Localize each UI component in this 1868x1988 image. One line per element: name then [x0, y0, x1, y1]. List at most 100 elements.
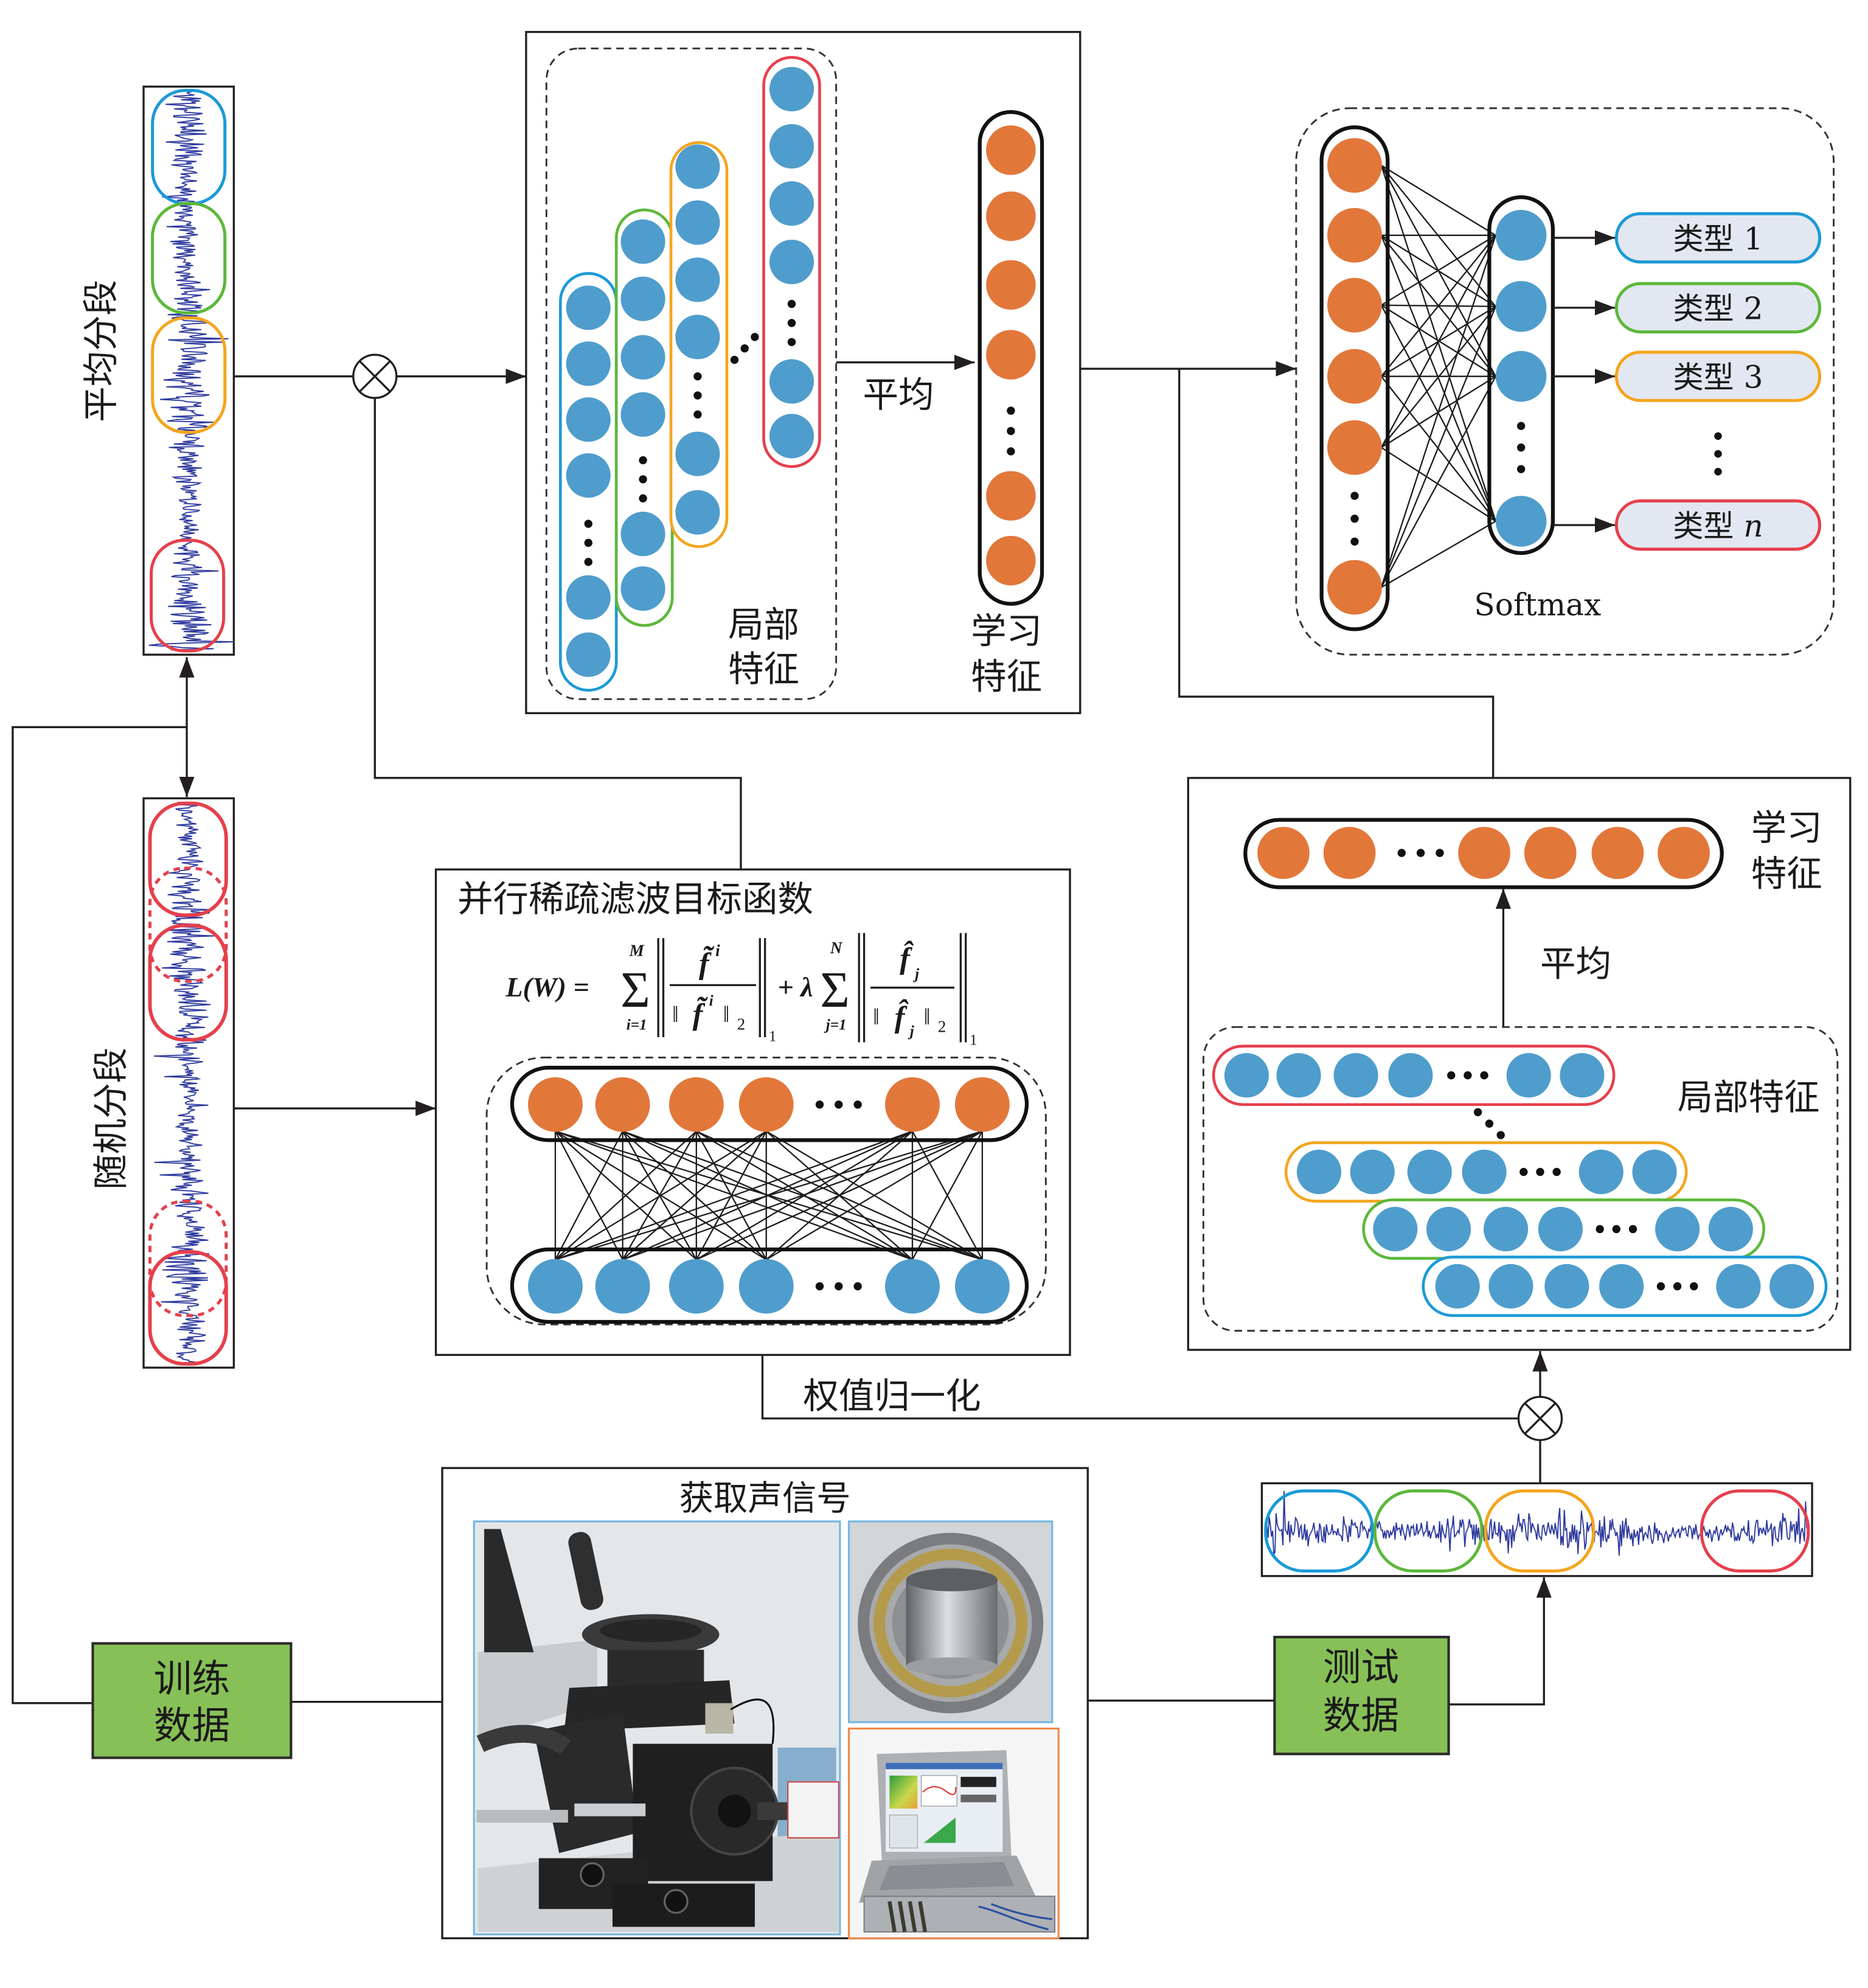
ellipsis-dot: [639, 475, 647, 484]
test-segment-outline-blue: [1264, 1489, 1374, 1573]
class-type-index: 3: [1744, 359, 1763, 395]
softmax-label: Softmax: [1474, 586, 1601, 622]
input-feature-row: [510, 1247, 1029, 1324]
bearing-photo-part: [906, 1657, 998, 1675]
ellipsis-dot: [1447, 1071, 1456, 1080]
ellipsis-dot: [1473, 1108, 1482, 1116]
ellipsis-dot: [1350, 514, 1359, 523]
training-data-label-line1: 训练: [154, 1656, 230, 1701]
input-feature-node: [885, 1259, 940, 1314]
feature-node: [620, 276, 665, 321]
laptop-daq-photo: [847, 1727, 1060, 1939]
test-local-features-label: 局部特征: [1678, 1077, 1820, 1118]
objective-title: 并行稀疏滤波目标函数: [457, 878, 813, 920]
filter-weight-connection: [622, 1130, 983, 1260]
formula-sum2-upper: N: [830, 939, 843, 957]
test-rig-photo-part: [476, 1725, 571, 1755]
test-learned-feature-nodes: [1257, 827, 1710, 879]
filter-weight-connection: [555, 1130, 697, 1260]
output-feature-node: [954, 1077, 1010, 1132]
classifier-connection: [1380, 235, 1496, 377]
learned-feature-node: [986, 260, 1036, 310]
formula-sum2-symbol: Σ: [820, 962, 850, 1018]
even-signal-waveform: [148, 91, 235, 651]
classifier-connection: [1380, 375, 1496, 522]
ellipsis-dot: [1673, 1282, 1682, 1291]
input-layer-column: [1319, 125, 1390, 631]
feature-node: [769, 124, 814, 169]
class-type-index: 2: [1744, 291, 1763, 327]
ellipsis-dot: [584, 538, 592, 547]
ellipsis-dot: [1416, 849, 1425, 857]
test-learned-node: [1658, 827, 1710, 879]
ellipsis-dot: [584, 558, 592, 566]
filter-weight-connection: [622, 1130, 767, 1260]
class-type-label: 类型 n: [1673, 508, 1763, 544]
feature-node: [1276, 1053, 1321, 1098]
feature-node: [675, 490, 720, 535]
feature-node: [566, 341, 611, 386]
output-feature-row: [510, 1066, 1029, 1142]
ellipsis-dot: [1516, 422, 1526, 430]
ellipsis-dot: [1485, 1119, 1494, 1128]
feature-node: [1333, 1053, 1378, 1098]
bearing-photo-part: [873, 1548, 1028, 1698]
output-feature-node: [738, 1077, 794, 1132]
class-type-box: [1614, 282, 1822, 334]
multiplier-node-bottom: [1517, 1395, 1563, 1441]
feature-node: [1462, 1149, 1507, 1195]
test-rig-photo-part: [476, 1810, 568, 1823]
filter-weight-connection: [555, 1130, 913, 1260]
ellipsis-dot: [787, 299, 796, 308]
network-dashed-group: [485, 1056, 1047, 1326]
feature-node: [1388, 1053, 1433, 1098]
test-rig-photo-part: [580, 1862, 605, 1888]
ellipsis-dot: [787, 319, 796, 327]
feature-node: [620, 335, 665, 380]
feature-node: [1769, 1263, 1814, 1309]
output-node: [1495, 210, 1547, 261]
random-segmentation-label: 随机分段: [91, 1048, 132, 1190]
classifier-nodes: [1327, 137, 1547, 615]
ellipsis-dot: [693, 372, 702, 381]
learned-feature-node: [986, 125, 1036, 175]
formula-sum2-outer-sub: 1: [970, 1032, 977, 1049]
formula-norm-bars: [858, 933, 866, 1043]
test-signal: [1260, 1482, 1813, 1577]
filter-weight-connection: [766, 1130, 983, 1260]
training-to-segmentation-line: [12, 726, 187, 1705]
output-layer-column: [1487, 195, 1555, 555]
formula-sum1-symbol: Σ: [620, 962, 650, 1018]
class-type-box: [1614, 212, 1822, 264]
feature-node: [769, 66, 814, 112]
classifier-connection: [1380, 376, 1496, 588]
feature-node: [675, 257, 720, 302]
ellipsis-dot: [1516, 443, 1526, 452]
feature-node: [1407, 1149, 1452, 1195]
formula-lhs: L(W) =: [505, 971, 589, 1003]
test-segment-outline-red: [1700, 1489, 1810, 1573]
laptop-daq-photo-part: [978, 1903, 1052, 1931]
output-node: [1495, 350, 1547, 402]
class-type-prefix: 类型: [1673, 508, 1743, 544]
laptop-daq-photo-part: [886, 1762, 1003, 1770]
test-rig-photo-part: [484, 1529, 534, 1653]
ellipsis-dot: [584, 520, 592, 528]
ellipsis-dot: [1552, 1167, 1561, 1176]
input-node: [1327, 349, 1382, 404]
feature-node: [1599, 1263, 1644, 1309]
test-feature-panel: 学习 特征 平均 局部特征: [1187, 777, 1852, 1351]
filter-weight-connection: [911, 1131, 983, 1260]
class-type-item: 类型 n: [1552, 499, 1822, 551]
ellipsis-dot: [1436, 849, 1444, 857]
input-feature-node: [954, 1259, 1010, 1314]
formula-norm-bars: [759, 938, 766, 1038]
waveform-trace: [1266, 1490, 1809, 1556]
formula-norm-open: ‖: [672, 1002, 679, 1027]
signal-acquisition-panel: 获取声信号: [441, 1467, 1089, 1939]
feature-node: [620, 392, 665, 437]
class-type-prefix: 类型: [1673, 221, 1743, 257]
learned-features-label-line2: 特征: [971, 656, 1042, 698]
test-rig-photo-part: [568, 1532, 603, 1610]
local-feature-row: [1422, 1256, 1828, 1317]
